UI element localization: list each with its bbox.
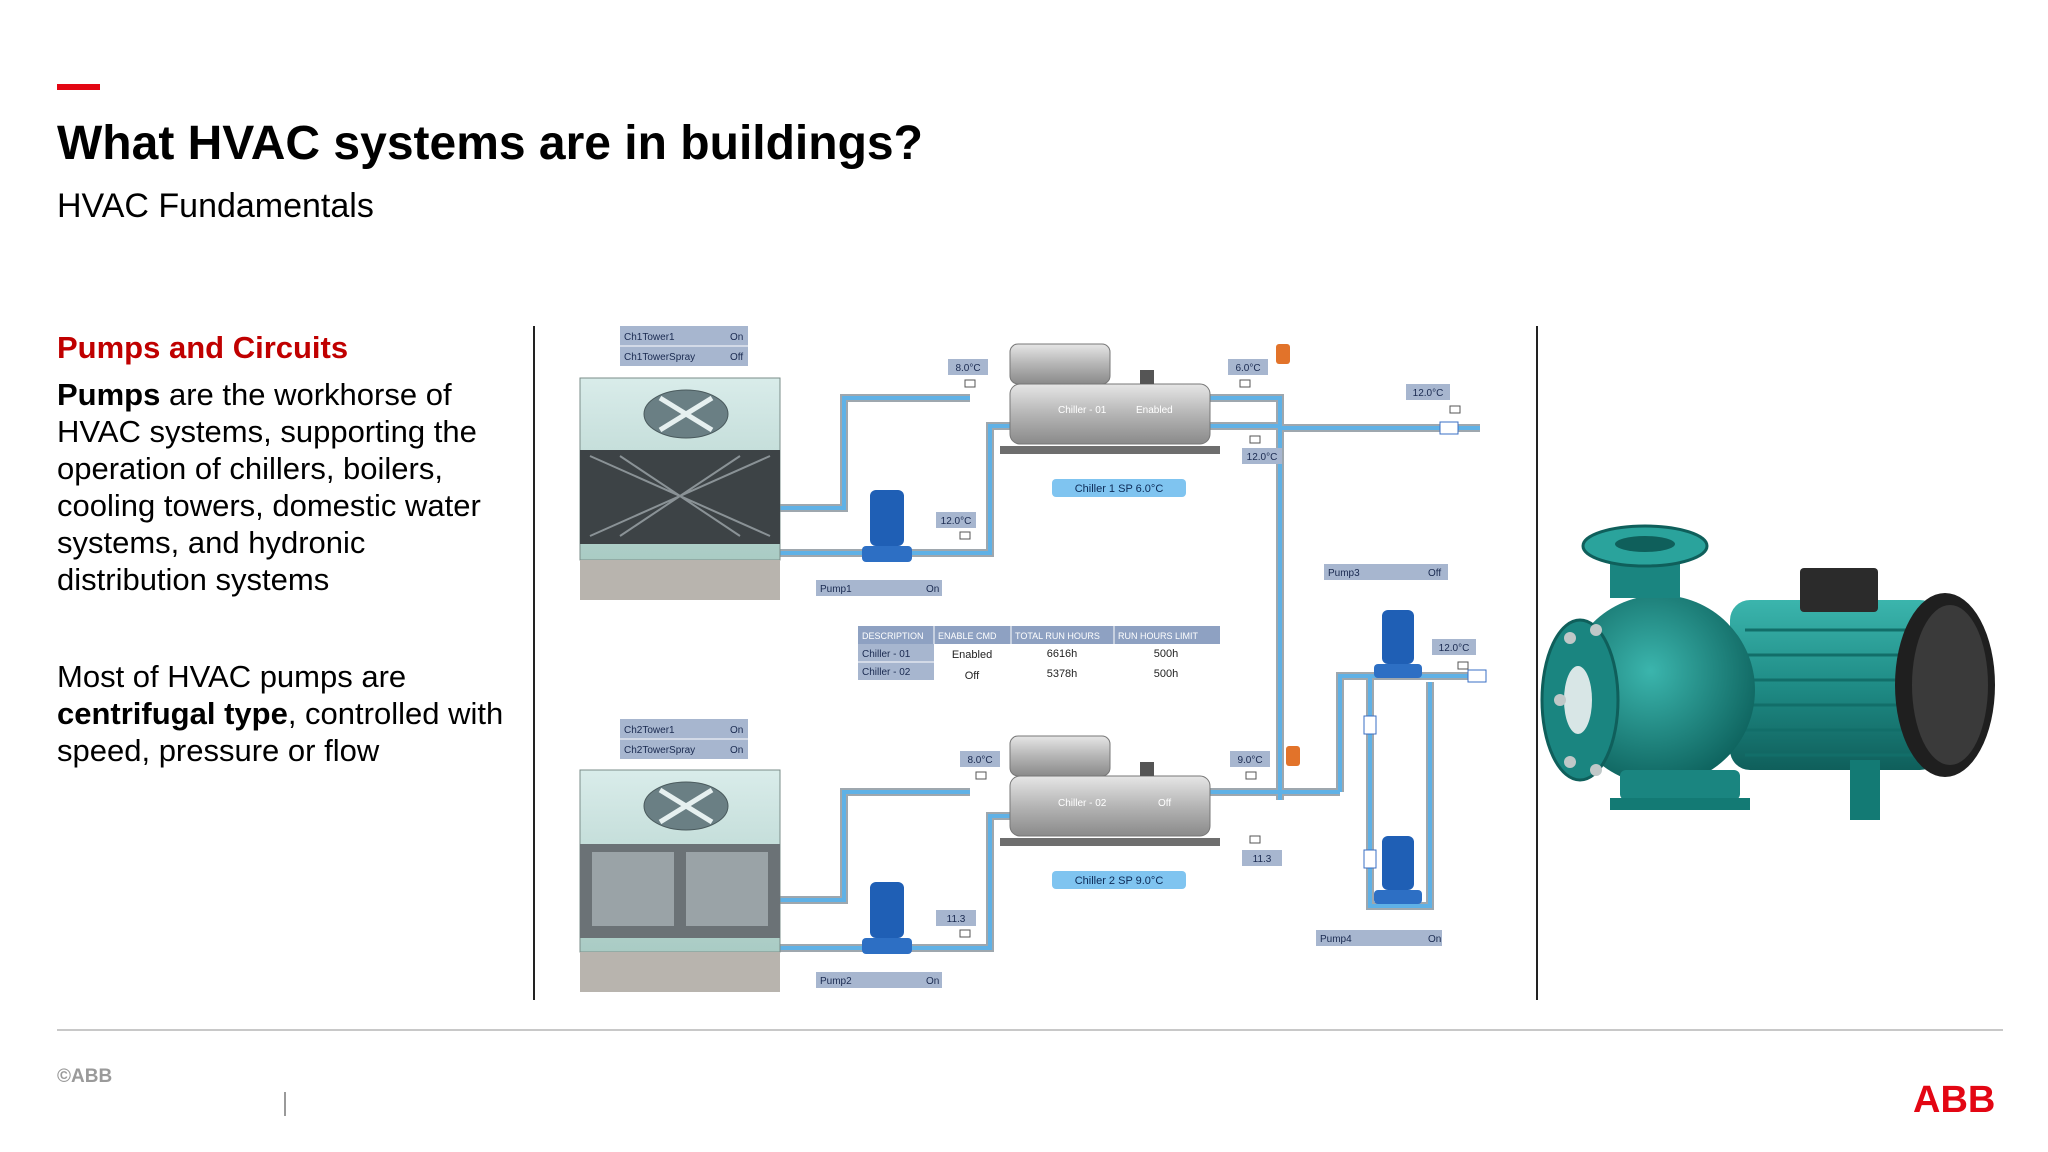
chiller1-setpoint: Chiller 1 SP 6.0°C xyxy=(1075,483,1164,495)
paragraph-pumps: Pumps are the workhorse of HVAC systems,… xyxy=(57,376,517,598)
page-title: What HVAC systems are in buildings? xyxy=(57,117,923,170)
cooling-tower-icon xyxy=(579,769,781,992)
pump-status-tags xyxy=(816,564,1448,988)
pump3-name: Pump3 xyxy=(1328,568,1360,579)
temperature-sensor-icons xyxy=(959,379,1469,938)
tower2-status-value-1: On xyxy=(730,725,743,736)
hvac-scada-diagram: Ch1Tower1 On Ch1TowerSpray Off Ch2Tower1… xyxy=(579,326,1487,992)
table-cell: Enabled xyxy=(952,649,992,661)
temp-c2-return: 11.3 xyxy=(1253,854,1272,865)
table-header: ENABLE CMD xyxy=(938,631,997,641)
footer-separator xyxy=(284,1092,286,1116)
accent-bar xyxy=(57,84,100,90)
paragraph-pre: Most of HVAC pumps are xyxy=(57,659,407,694)
paragraph-rest: are the workhorse of HVAC systems, suppo… xyxy=(57,377,481,597)
pump-icon xyxy=(1374,836,1422,904)
tower1-status-name-2: Ch1TowerSpray xyxy=(624,352,695,363)
table-cell: 6616h xyxy=(1047,648,1078,660)
abb-logo: ABB xyxy=(1913,1080,1995,1114)
table-cell: Chiller - 01 xyxy=(862,649,911,660)
chiller2-setpoint-box xyxy=(1052,871,1186,889)
table-cell: 500h xyxy=(1154,648,1178,660)
tower1-status-name-1: Ch1Tower1 xyxy=(624,332,675,343)
tower1-status-value-1: On xyxy=(730,332,743,343)
tower2-status-panel xyxy=(620,719,748,759)
paragraph-centrifugal: Most of HVAC pumps are centrifugal type,… xyxy=(57,658,517,769)
left-text-column: Pumps and Circuits Pumps are the workhor… xyxy=(57,328,517,769)
footer-divider xyxy=(57,1029,2003,1031)
chiller1-name: Chiller - 01 xyxy=(1058,405,1107,416)
tower2-status-value-2: On xyxy=(730,745,743,756)
copyright: ©ABB xyxy=(57,1066,113,1087)
temperature-tags xyxy=(936,359,1476,926)
temp-c1-cond-in: 8.0°C xyxy=(955,363,980,374)
chiller1-state: Enabled xyxy=(1136,405,1173,416)
pump4-name: Pump4 xyxy=(1320,934,1352,945)
pump2-value: On xyxy=(926,976,939,987)
pipe-network xyxy=(780,396,1480,950)
pump4-value: On xyxy=(1428,934,1441,945)
pump3-value: Off xyxy=(1428,568,1441,579)
pump-icon xyxy=(862,490,912,562)
tower1-status-value-2: Off xyxy=(730,352,743,363)
bold-lead: Pumps xyxy=(57,377,161,412)
tower2-status-name-1: Ch2Tower1 xyxy=(624,725,675,736)
abb-logo-text: ABB xyxy=(1913,1080,1995,1114)
tower1-status-panel xyxy=(620,326,748,366)
section-heading: Pumps and Circuits xyxy=(57,330,349,365)
tower2-status-name-2: Ch2TowerSpray xyxy=(624,745,695,756)
chiller2-state: Off xyxy=(1158,798,1171,809)
table-cell: 500h xyxy=(1154,668,1178,680)
centrifugal-pump-photo xyxy=(1540,524,1995,820)
table-cell: Off xyxy=(965,670,980,682)
temp-c2-cond-ret: 11.3 xyxy=(947,914,966,925)
chiller2-name: Chiller - 02 xyxy=(1058,798,1107,809)
temp-c1-cond-ret: 12.0°C xyxy=(941,516,972,527)
chiller1-setpoint-box xyxy=(1052,479,1186,497)
paragraph-post: , controlled with speed, pressure or flo… xyxy=(57,696,504,768)
pump-icon xyxy=(862,882,912,954)
pump2-name: Pump2 xyxy=(820,976,852,987)
table-header: TOTAL RUN HOURS xyxy=(1015,631,1100,641)
bold-term: centrifugal type xyxy=(57,696,288,731)
temp-c2-evap-out: 9.0°C xyxy=(1237,755,1262,766)
chiller-icon xyxy=(1000,735,1220,846)
chiller2-setpoint: Chiller 2 SP 9.0°C xyxy=(1075,875,1164,887)
temp-c1-evap-out: 6.0°C xyxy=(1235,363,1260,374)
valve-icon xyxy=(1276,344,1300,766)
table-cell: 5378h xyxy=(1047,668,1078,680)
page-subtitle: HVAC Fundamentals xyxy=(57,187,374,225)
table-header: RUN HOURS LIMIT xyxy=(1118,631,1199,641)
temp-c2-cond-in: 8.0°C xyxy=(967,755,992,766)
divider-left xyxy=(533,326,535,1000)
temp-header-1: 12.0°C xyxy=(1413,388,1444,399)
divider-right xyxy=(1536,326,1538,1000)
pump1-value: On xyxy=(926,584,939,595)
pump1-name: Pump1 xyxy=(820,584,852,595)
chiller-icon xyxy=(1000,343,1220,454)
table-cell: Chiller - 02 xyxy=(862,667,911,678)
temp-header-2: 12.0°C xyxy=(1439,643,1470,654)
pump-icon xyxy=(1374,610,1422,678)
cooling-tower-icon xyxy=(579,377,781,600)
temp-c1-return: 12.0°C xyxy=(1247,452,1278,463)
flow-arrow-icon xyxy=(1363,421,1487,869)
run-hours-table xyxy=(858,626,1220,680)
table-header: DESCRIPTION xyxy=(862,631,924,641)
